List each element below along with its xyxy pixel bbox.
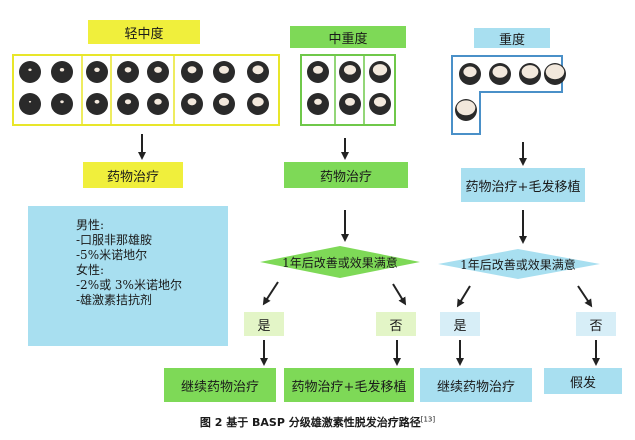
outcome-wig: 假发	[544, 368, 622, 394]
outcome-continue-medication-right: 继续药物治疗	[420, 368, 532, 402]
info-line: 女性:	[76, 263, 105, 277]
scalp-head-16	[307, 61, 329, 83]
info-line: -2%或 3%米诺地尔	[76, 278, 182, 292]
scalp-head-7	[117, 93, 139, 115]
severity-mild-label: 轻中度	[88, 20, 200, 44]
scalp-head-5	[86, 93, 108, 115]
figure-caption: 图 2 基于 BASP 分级雄激素性脱发治疗路径[13]	[199, 415, 436, 429]
mild-treatment-box: 药物治疗	[83, 162, 183, 188]
scalp-head-1	[19, 93, 41, 115]
arrow-decision-left-yes	[262, 281, 279, 306]
scalp-head-4	[86, 61, 108, 83]
scalp-head-18	[339, 61, 361, 83]
mild-panel-dividers	[81, 56, 175, 124]
decision-right-label: 1年后改善或效果满意	[460, 257, 576, 272]
severity-moderate-label: 中重度	[290, 26, 406, 48]
decision-diamond-left	[260, 246, 420, 278]
scalp-head-9	[147, 93, 169, 115]
scalp-head-8	[147, 61, 169, 83]
moderate-treatment-box: 药物治疗	[284, 162, 408, 188]
scalp-diagram-heads	[19, 61, 566, 121]
answer-yes-left: 是	[244, 312, 284, 336]
scalp-head-20	[369, 61, 391, 83]
info-line: -雄激素拮抗剂	[76, 293, 153, 307]
scalp-head-25	[544, 63, 566, 85]
info-line: -5%米诺地尔	[76, 248, 148, 262]
answer-no-right: 否	[576, 312, 616, 336]
outcome-continue-medication-left: 继续药物治疗	[164, 368, 276, 402]
severity-severe-label: 重度	[474, 28, 550, 48]
scalp-head-2	[51, 61, 73, 83]
scalp-head-14	[247, 61, 269, 83]
arrow-decision-right-yes	[456, 285, 471, 308]
moderate-panel-dividers	[334, 56, 365, 124]
scalp-head-21	[369, 93, 391, 115]
decision-left-label: 1年后改善或效果满意	[282, 255, 398, 270]
severe-panel-border	[451, 55, 563, 135]
scalp-head-23	[489, 63, 511, 85]
scalp-head-6	[117, 61, 139, 83]
info-line: 男性:	[76, 218, 105, 232]
scalp-head-24	[519, 63, 541, 85]
arrow-decision-left-no	[392, 283, 407, 306]
scalp-head-3	[51, 93, 73, 115]
arrow-decision-right-no	[577, 285, 593, 308]
severe-treatment-box: 药物治疗+毛发移植	[461, 168, 585, 202]
scalp-head-10	[181, 61, 203, 83]
scalp-head-17	[307, 93, 329, 115]
scalp-head-19	[339, 93, 361, 115]
flow-arrows	[138, 134, 600, 366]
answer-no-left: 否	[376, 312, 416, 336]
answer-yes-right: 是	[440, 312, 480, 336]
medication-info-box: 男性: -口服非那雄胺 -5%米诺地尔 女性: -2%或 3%米诺地尔 -雄激素…	[28, 206, 228, 346]
scalp-head-11	[181, 93, 203, 115]
decision-diamond-right	[438, 249, 600, 279]
scalp-head-0	[19, 61, 41, 83]
scalp-head-22	[459, 63, 481, 85]
scalp-head-26	[455, 99, 477, 121]
scalp-head-13	[213, 93, 235, 115]
outcome-medication-plus-transplant: 药物治疗+毛发移植	[284, 368, 414, 402]
scalp-head-15	[247, 93, 269, 115]
scalp-head-12	[213, 61, 235, 83]
info-line: -口服非那雄胺	[76, 233, 153, 247]
